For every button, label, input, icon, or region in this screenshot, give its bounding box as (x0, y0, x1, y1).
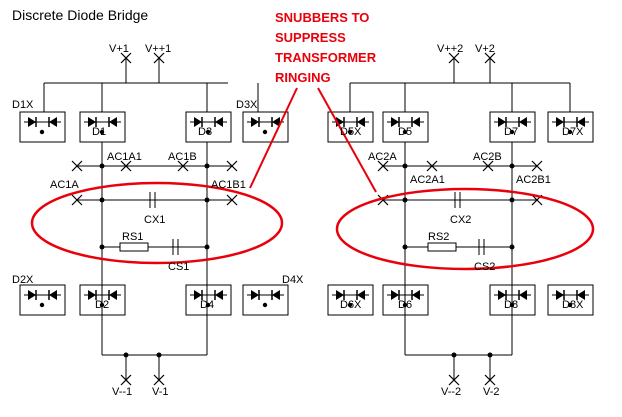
resistor-rs2 (427, 242, 457, 252)
snubber-ellipse-2 (335, 187, 595, 271)
diode-d5x (327, 111, 374, 143)
label-d7: D7 (504, 126, 518, 138)
label-d2x: D2X (12, 274, 34, 286)
label-cs1: CS1 (168, 261, 189, 273)
label-d1: D1 (92, 126, 106, 138)
diode-d3x (242, 111, 289, 143)
label-ac2a1: AC2A1 (410, 174, 445, 186)
label-cx1: CX1 (144, 214, 165, 226)
label-rs1: RS1 (122, 231, 143, 243)
diode-d7x (547, 111, 594, 143)
diagram-title: Discrete Diode Bridge (12, 7, 148, 23)
label-v-m2: V--2 (441, 386, 461, 398)
diode-d1x (19, 111, 66, 143)
diode-d2 (79, 284, 126, 316)
label-d8: D8 (504, 299, 518, 311)
label-v-m2b: V-2 (483, 386, 500, 398)
label-ac2b1: AC2B1 (516, 174, 551, 186)
label-v-pp1: V++1 (145, 43, 171, 55)
diode-d8 (489, 284, 536, 316)
label-d5: D5 (398, 126, 412, 138)
diode-symbols (24, 117, 589, 308)
label-d6: D6 (398, 299, 412, 311)
label-rs2: RS2 (428, 231, 449, 243)
label-ac1b1: AC1B1 (211, 179, 246, 191)
annotation-line-1: SNUBBERS TO (275, 10, 369, 25)
label-v-m1b: V-1 (152, 386, 169, 398)
diode-d6x (327, 284, 374, 316)
label-d7x: D7X (562, 126, 584, 138)
diode-d2x (19, 284, 66, 316)
diode-d4x (242, 284, 289, 316)
diode-d3 (185, 111, 232, 143)
label-d4x: D4X (282, 274, 304, 286)
label-v-p2: V+2 (475, 43, 495, 55)
label-cs2: CS2 (474, 261, 495, 273)
terminal-markers (71, 52, 543, 386)
annotation-line-3: TRANSFORMER (275, 50, 377, 65)
label-ac1b: AC1B (168, 151, 197, 163)
bridge-1 (19, 58, 289, 380)
label-d1x: D1X (12, 99, 34, 111)
diode-d4 (185, 284, 232, 316)
callout-line-1 (249, 87, 298, 189)
label-ac1a1: AC1A1 (107, 151, 142, 163)
label-d3x: D3X (236, 99, 258, 111)
snubber-ellipse-1 (30, 181, 284, 265)
label-v-pp2: V++2 (437, 43, 463, 55)
annotation-line-2: SUPPRESS (275, 30, 346, 45)
label-d4: D4 (200, 299, 214, 311)
label-d3: D3 (198, 126, 212, 138)
label-v-m1: V--1 (112, 386, 132, 398)
callout-line-2 (317, 87, 377, 193)
label-d5x: D5X (340, 126, 362, 138)
label-d8x: D8X (562, 299, 584, 311)
label-d2: D2 (95, 299, 109, 311)
label-cx2: CX2 (450, 214, 471, 226)
diode-d6 (382, 284, 429, 316)
diode-d8x (547, 284, 594, 316)
label-ac2a: AC2A (368, 151, 397, 163)
label-d6x: D6X (340, 299, 362, 311)
label-v-p1: V+1 (109, 43, 129, 55)
resistor-rs1 (119, 242, 149, 252)
label-ac2b: AC2B (473, 151, 502, 163)
label-ac1a: AC1A (50, 179, 79, 191)
annotation-line-4: RINGING (275, 70, 331, 85)
bridge-2 (327, 58, 594, 380)
